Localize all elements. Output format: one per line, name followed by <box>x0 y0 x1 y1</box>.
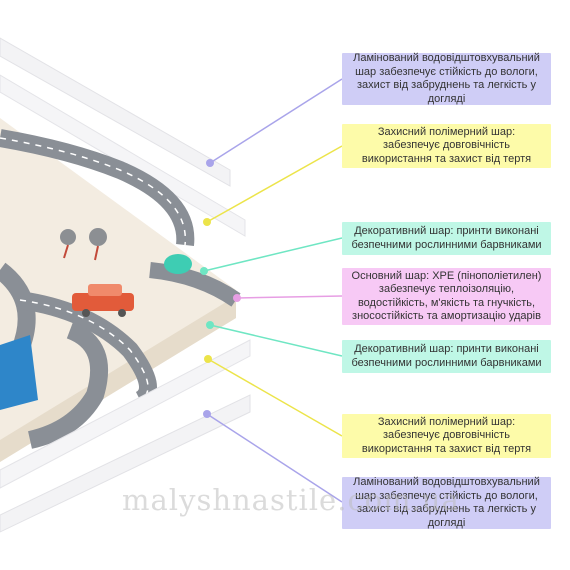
label-top-polymer-layer: Захисний полімерний шар: забезпечує довг… <box>342 124 551 168</box>
leader-line <box>209 324 343 357</box>
leader-line <box>206 145 343 223</box>
label-bottom-polymer-layer: Захисний полімерний шар: забезпечує довг… <box>342 414 551 458</box>
printed-mat <box>0 118 241 462</box>
leader-dot <box>233 294 241 302</box>
leader-dot <box>200 267 208 275</box>
label-bottom-laminated-layer: Ламінований водовідштовхувальний шар заб… <box>342 476 551 529</box>
leader-line <box>203 237 343 272</box>
leader-dot <box>203 218 211 226</box>
bottom-laminated-sheet <box>0 394 251 533</box>
label-top-decorative-layer: Декоративний шар: принти виконані безпеч… <box>342 222 551 255</box>
leader-dot <box>206 159 214 167</box>
leader-line <box>209 78 343 164</box>
label-core-xpe-layer: Основний шар: XPE (пінополіетилен) забез… <box>342 268 551 325</box>
watermark: malyshnastile.com.ua <box>122 483 460 517</box>
label-top-laminated-layer: Ламінований водовідштовхувальний шар заб… <box>342 52 551 105</box>
bottom-polymer-sheet <box>0 339 251 489</box>
leader-dot <box>203 410 211 418</box>
leader-dot <box>206 321 214 329</box>
label-bottom-decorative-layer: Декоративний шар: принти виконані безпеч… <box>342 340 551 373</box>
top-laminated-sheet <box>0 37 231 187</box>
top-polymer-sheet <box>0 74 246 237</box>
leader-line <box>206 413 343 503</box>
leader-dot <box>204 355 212 363</box>
leader-line <box>207 358 343 437</box>
leader-line <box>236 295 343 299</box>
